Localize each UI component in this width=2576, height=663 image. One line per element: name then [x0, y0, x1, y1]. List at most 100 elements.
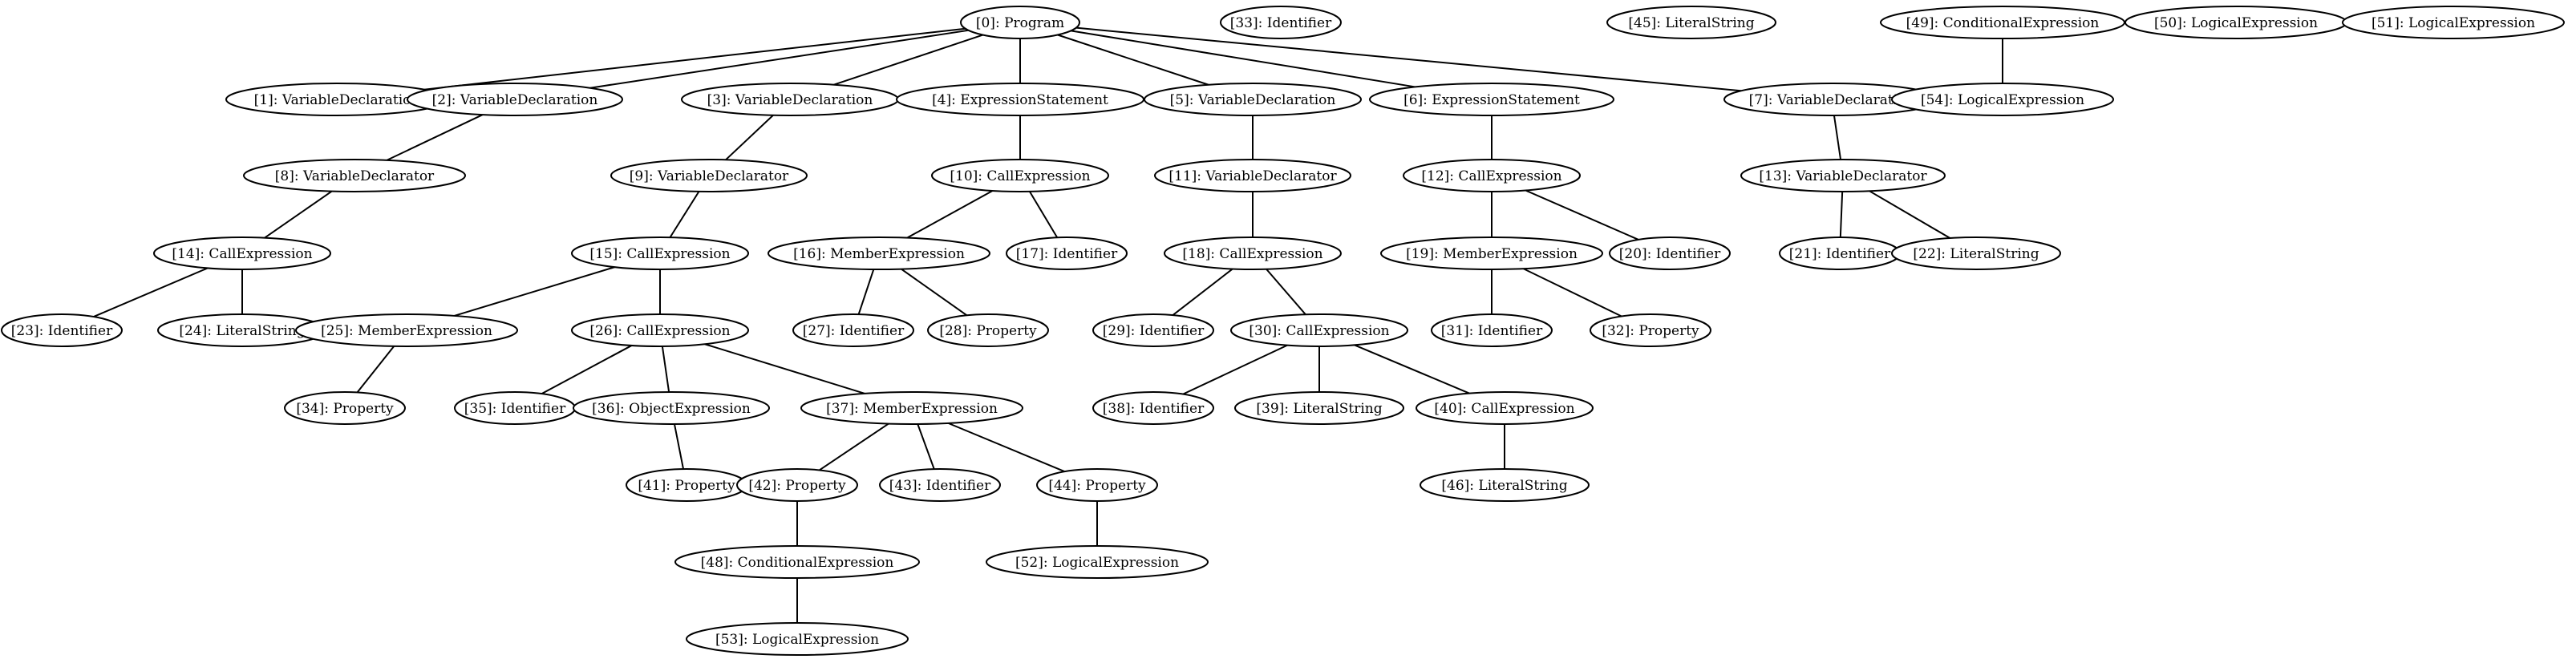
node-ellipse: [571, 313, 749, 347]
node-34: [34]: Property: [284, 391, 406, 425]
node-11: [11]: VariableDeclarator: [1154, 159, 1351, 192]
node-7: [7]: VariableDeclaration: [1723, 83, 1940, 116]
node-ellipse: [295, 313, 518, 347]
node-51: [51]: LogicalExpression: [2342, 6, 2565, 39]
edge-0-3: [833, 34, 983, 86]
node-label: [20]: Identifier: [1619, 246, 1721, 262]
node-22: [22]: LiteralString: [1891, 236, 2061, 270]
node-38: [38]: Identifier: [1092, 391, 1214, 425]
node-ellipse: [243, 159, 466, 192]
node-29: [29]: Identifier: [1092, 313, 1214, 347]
node-32: [32]: Property: [1590, 313, 1711, 347]
node-label: [30]: CallExpression: [1249, 323, 1389, 339]
node-ellipse: [573, 391, 770, 425]
edges-layer: [93, 26, 2003, 623]
edge-0-2: [589, 29, 969, 89]
edge-13-22: [1869, 190, 1950, 239]
node-label: [40]: CallExpression: [1434, 401, 1574, 417]
node-ellipse: [1220, 6, 1342, 39]
node-ellipse: [1036, 468, 1158, 502]
node-ellipse: [1380, 236, 1603, 270]
node-ellipse: [986, 545, 1209, 579]
node-17: [17]: Identifier: [1006, 236, 1128, 270]
node-label: [0]: Program: [976, 15, 1064, 31]
node-28: [28]: Property: [927, 313, 1049, 347]
node-label: [31]: Identifier: [1441, 323, 1543, 339]
node-ellipse: [1092, 391, 1214, 425]
node-ellipse: [1164, 236, 1342, 270]
edge-0-6: [1071, 30, 1416, 88]
node-ellipse: [1609, 236, 1731, 270]
node-45: [45]: LiteralString: [1606, 6, 1776, 39]
edge-25-34: [356, 346, 395, 394]
node-label: [44]: Property: [1048, 478, 1146, 494]
node-label: [37]: MemberExpression: [826, 401, 998, 417]
edge-30-38: [1182, 344, 1288, 395]
node-label: [17]: Identifier: [1016, 246, 1118, 262]
node-16: [16]: MemberExpression: [768, 236, 990, 270]
node-36: [36]: ObjectExpression: [573, 391, 770, 425]
edge-12-20: [1525, 189, 1639, 241]
node-ellipse: [1590, 313, 1711, 347]
edge-16-27: [857, 269, 875, 315]
node-label: [7]: VariableDeclaration: [1749, 92, 1915, 108]
node-label: [1]: VariableDeclaration: [254, 92, 420, 108]
node-ellipse: [1006, 236, 1128, 270]
node-label: [2]: VariableDeclaration: [432, 92, 598, 108]
edge-0-7: [1075, 26, 1742, 92]
node-2: [2]: VariableDeclaration: [407, 83, 623, 116]
node-label: [10]: CallExpression: [950, 168, 1090, 184]
edge-0-5: [1057, 34, 1209, 86]
node-48: [48]: ConditionalExpression: [674, 545, 920, 579]
node-ellipse: [1416, 391, 1594, 425]
node-ellipse: [931, 159, 1109, 192]
edge-37-42: [819, 422, 889, 471]
edge-10-17: [1029, 191, 1059, 238]
edge-37-44: [948, 422, 1065, 473]
node-52: [52]: LogicalExpression: [986, 545, 1209, 579]
node-ellipse: [768, 236, 990, 270]
node-24: [24]: LiteralString: [157, 313, 327, 347]
edge-37-43: [917, 423, 935, 470]
edge-0-1: [423, 27, 966, 91]
node-ellipse: [1092, 313, 1214, 347]
node-43: [43]: Identifier: [879, 468, 1001, 502]
node-ellipse: [1740, 159, 1946, 192]
edge-10-16: [906, 190, 994, 239]
edge-15-25: [454, 266, 615, 317]
edge-19-32: [1523, 268, 1622, 317]
node-25: [25]: MemberExpression: [295, 313, 518, 347]
node-label: [39]: LiteralString: [1256, 401, 1382, 417]
node-label: [36]: ObjectExpression: [592, 401, 751, 417]
node-53: [53]: LogicalExpression: [686, 622, 909, 656]
node-4: [4]: ExpressionStatement: [896, 83, 1144, 116]
node-ellipse: [960, 6, 1080, 39]
node-ellipse: [1891, 83, 2114, 116]
node-14: [14]: CallExpression: [153, 236, 331, 270]
edge-13-21: [1839, 191, 1844, 238]
edge-2-8: [386, 114, 484, 161]
node-label: [14]: CallExpression: [172, 246, 312, 262]
node-ellipse: [1, 313, 123, 347]
node-label: [23]: Identifier: [11, 323, 113, 339]
node-ellipse: [571, 236, 749, 270]
node-13: [13]: VariableDeclarator: [1740, 159, 1946, 192]
node-label: [52]: LogicalExpression: [1015, 555, 1179, 571]
node-ellipse: [1420, 468, 1590, 502]
node-18: [18]: CallExpression: [1164, 236, 1342, 270]
node-label: [34]: Property: [296, 401, 394, 417]
node-12: [12]: CallExpression: [1403, 159, 1581, 192]
node-37: [37]: MemberExpression: [800, 391, 1023, 425]
node-5: [5]: VariableDeclaration: [1144, 83, 1362, 116]
node-20: [20]: Identifier: [1609, 236, 1731, 270]
node-label: [43]: Identifier: [889, 478, 991, 494]
edge-26-36: [661, 346, 670, 393]
node-ellipse: [879, 468, 1001, 502]
node-40: [40]: CallExpression: [1416, 391, 1594, 425]
node-31: [31]: Identifier: [1431, 313, 1553, 347]
node-27: [27]: Identifier: [792, 313, 914, 347]
node-ellipse: [1431, 313, 1553, 347]
edge-18-30: [1266, 269, 1306, 315]
node-ellipse: [1234, 391, 1404, 425]
